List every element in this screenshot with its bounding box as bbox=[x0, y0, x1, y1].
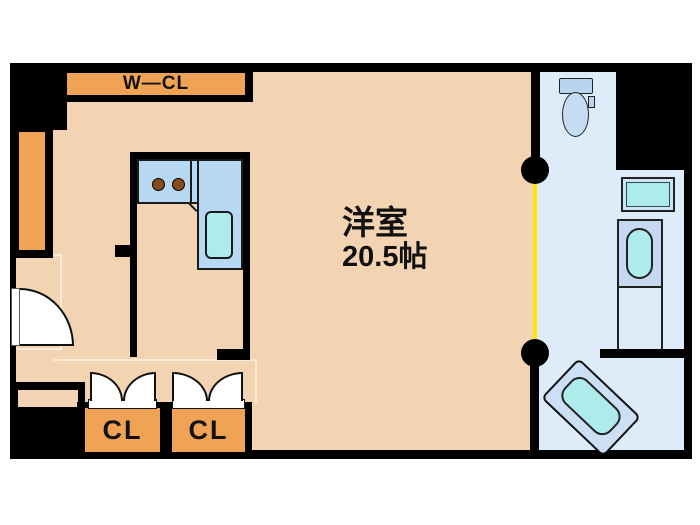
toilet-bowl-icon bbox=[562, 92, 589, 137]
toilet-handle-icon bbox=[588, 96, 595, 108]
kitchen-wall-left bbox=[130, 152, 137, 357]
washroom-wall bbox=[600, 349, 692, 358]
partition-wall-top bbox=[531, 72, 540, 158]
wall-end-dot bbox=[521, 156, 549, 184]
wall-bottom bbox=[10, 450, 692, 459]
wall-block-topright bbox=[616, 63, 692, 170]
vanity-counter-edge bbox=[661, 288, 663, 350]
vanity-counter-edge bbox=[617, 288, 619, 350]
kitchen-wall-stub bbox=[115, 245, 130, 257]
main-room-label: 洋室 20.5帖 bbox=[342, 204, 482, 284]
room-name: 洋室 bbox=[342, 204, 408, 241]
hallway-outline bbox=[53, 359, 257, 361]
kitchen-wall-foot bbox=[217, 349, 250, 360]
genkan-outline bbox=[60, 254, 62, 350]
pipe-space bbox=[19, 132, 45, 250]
wall-top bbox=[10, 63, 692, 72]
entry-door-leaf bbox=[11, 288, 20, 346]
stove-burner-icon bbox=[152, 178, 165, 191]
accordion-door bbox=[533, 182, 537, 342]
mirror-glass bbox=[626, 182, 670, 207]
closet1-label: CL bbox=[85, 408, 160, 452]
kitchen-wall-top bbox=[130, 152, 250, 160]
room-size: 20.5帖 bbox=[342, 240, 428, 273]
closet2-label: CL bbox=[172, 408, 245, 452]
wall-left bbox=[10, 63, 16, 459]
washbasin-icon bbox=[626, 228, 653, 279]
mirror-cabinet-icon bbox=[621, 177, 675, 212]
wall-right bbox=[684, 63, 692, 459]
entry-door-threshold bbox=[20, 344, 74, 346]
wall-end-dot bbox=[521, 339, 549, 367]
kitchen-wall-right bbox=[243, 152, 250, 360]
kitchen-sink-icon bbox=[205, 211, 233, 259]
stove-burner-icon bbox=[172, 178, 185, 191]
genkan-outline bbox=[16, 348, 62, 350]
partition-wall-bottom bbox=[530, 365, 539, 451]
entry-shoe-cabinet bbox=[18, 390, 78, 407]
counter-divider bbox=[190, 159, 192, 204]
walkin-closet-label: W—CL bbox=[67, 73, 245, 95]
hallway-outline bbox=[255, 359, 257, 403]
